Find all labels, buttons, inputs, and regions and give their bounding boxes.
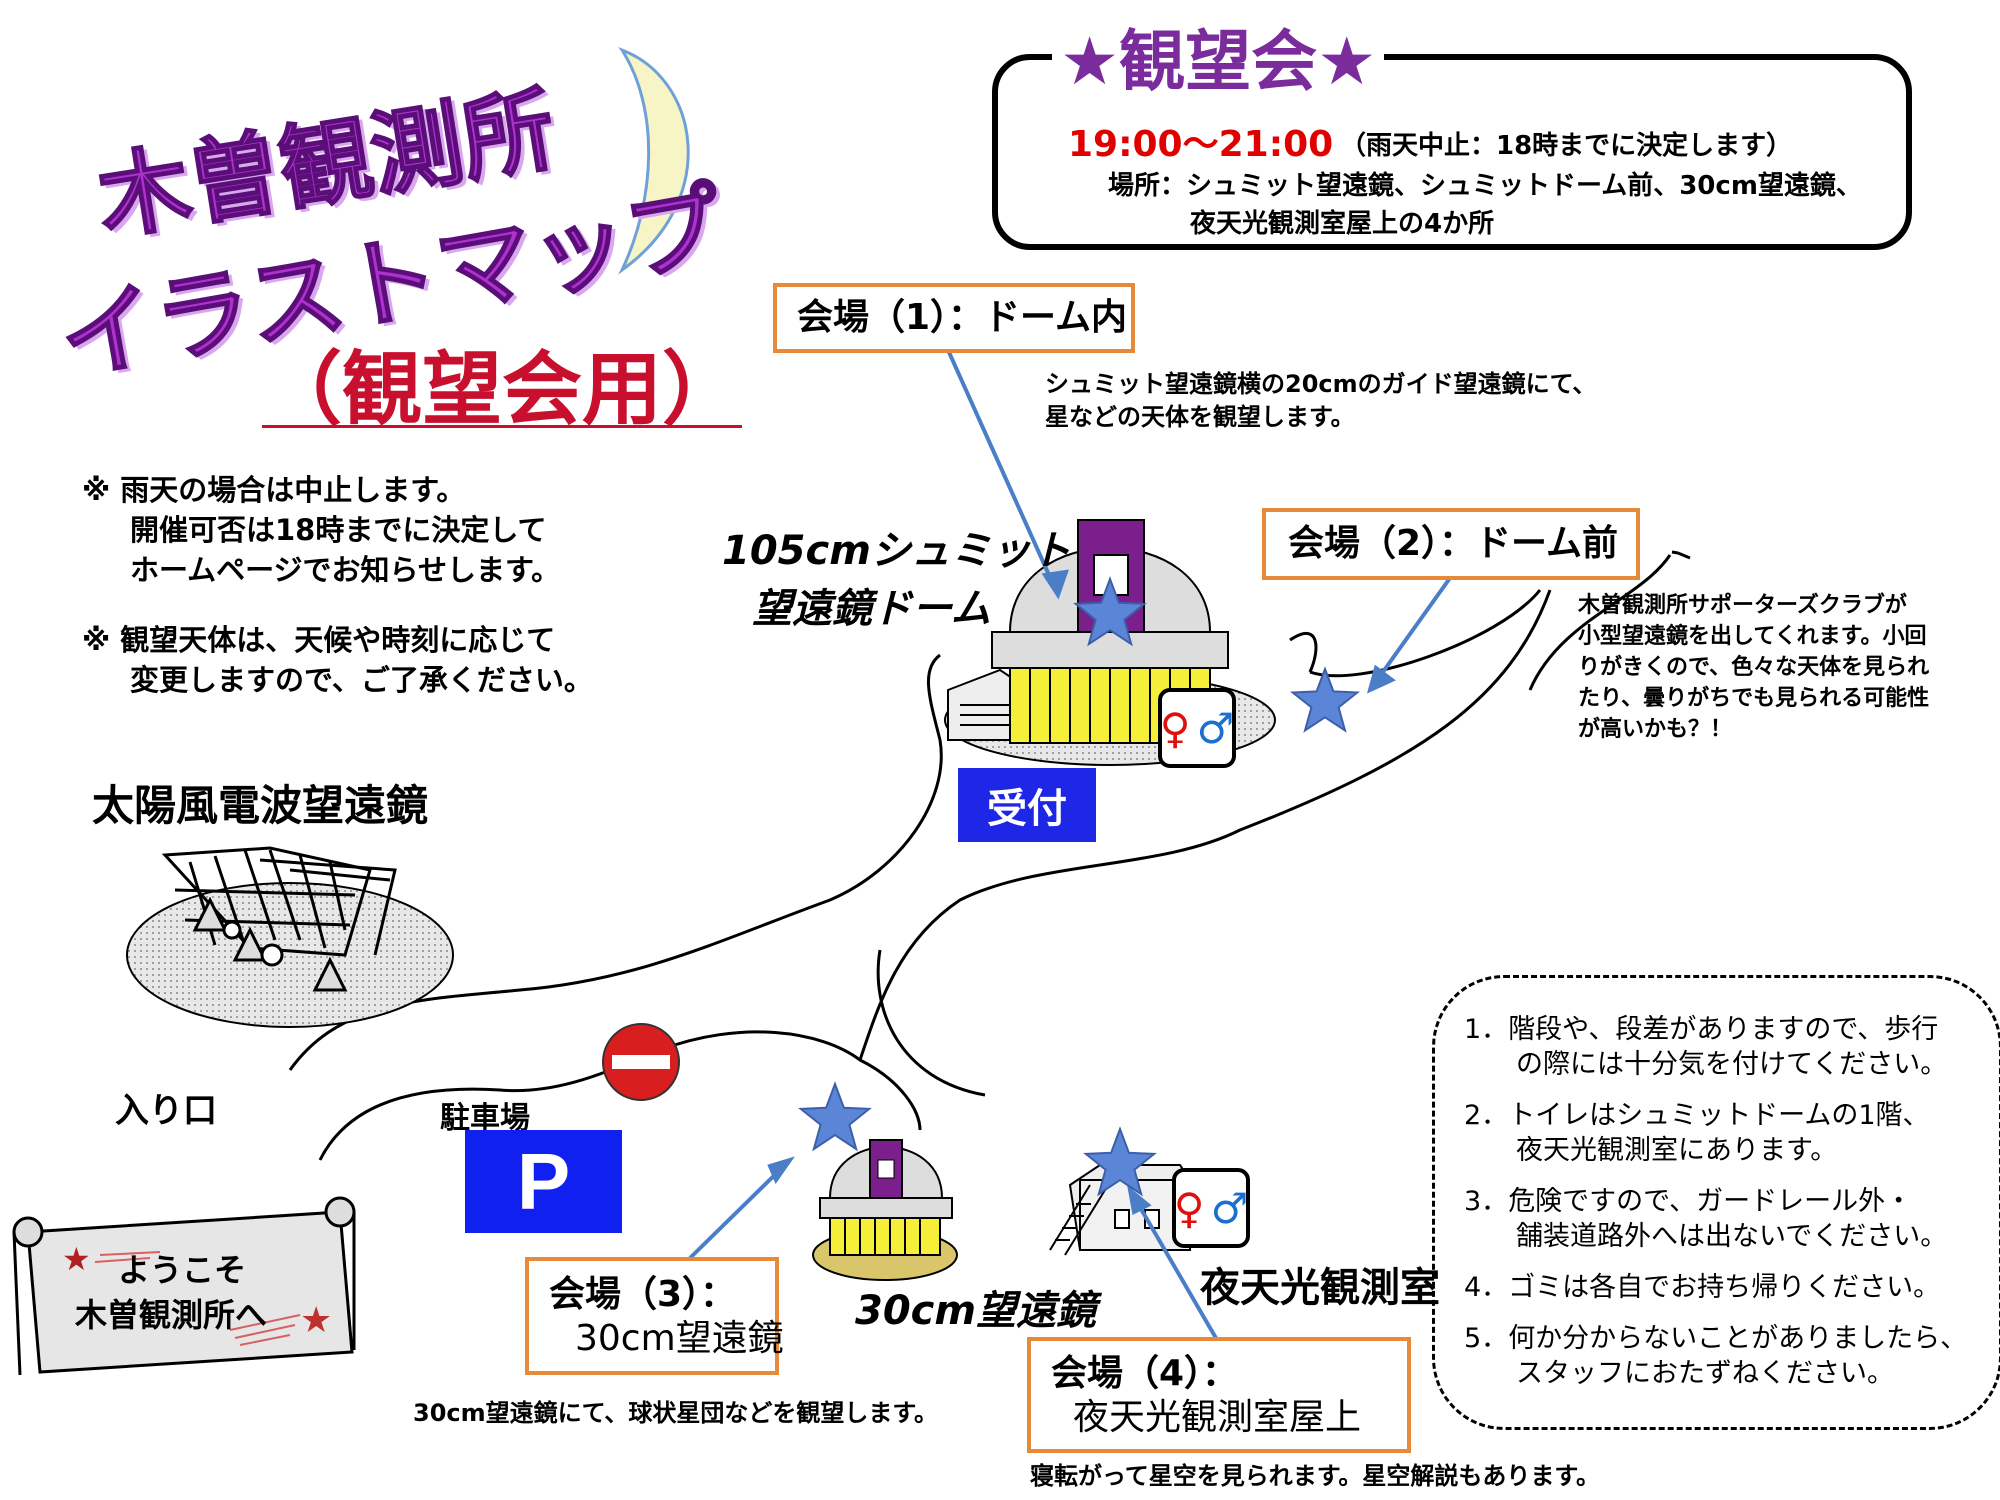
notice-objects: ※ 観望天体は、天候や時刻に応じて 変更しますので、ご了承ください。 — [82, 620, 593, 700]
venue-1-description: シュミット望遠鏡横の20cmのガイド望遠鏡にて、 星などの天体を観望します。 — [1045, 368, 1596, 434]
star-icon — [1083, 1126, 1157, 1197]
venue-3-label-line2: 30cm望遠鏡 — [575, 1318, 784, 1359]
venue-4-description: 寝転がって星空を見られます。星空解説もあります。 — [1030, 1462, 1600, 1490]
rule-line1: トイレはシュミットドームの1階、 — [1508, 1100, 1930, 1131]
reception-sign: 受付 — [958, 768, 1096, 842]
rule-line1: 危険ですので、ガードレール外・ — [1508, 1186, 1913, 1217]
rule-number: 2． — [1464, 1100, 1509, 1131]
venue-2-desc-line4: たり、曇りがちでも見られる可能性 — [1578, 686, 1930, 711]
venue-1-box: 会場（1）：ドーム内 — [773, 283, 1135, 353]
solar-telescope-label: 太陽風電波望遠鏡 — [92, 781, 429, 830]
venue-2-desc-line5: が高いかも？！ — [1578, 717, 1733, 742]
telescope-30cm-label: 30cm望遠鏡 — [855, 1288, 1097, 1334]
venue-1-desc-line2: 星などの天体を観望します。 — [1045, 403, 1355, 431]
notice-objects-line1: ※ 観望天体は、天候や時刻に応じて — [82, 623, 556, 657]
venue-1-desc-line1: シュミット望遠鏡横の20cmのガイド望遠鏡にて、 — [1045, 370, 1597, 398]
rule-line2: 夜天光観測室にあります。 — [1516, 1135, 1838, 1166]
event-place-line1: 場所：シュミット望遠鏡、シュミットドーム前、30cm望遠鏡、 — [1108, 171, 1862, 201]
crescent-moon-icon — [618, 46, 690, 275]
rule-line1: 階段や、段差がありますので、歩行 — [1508, 1014, 1939, 1045]
welcome-line1: ようこそ — [118, 1251, 247, 1289]
map-subtitle: （観望会用） — [262, 343, 742, 436]
venue-2-desc-line3: りがきくので、色々な天体を見られ — [1578, 655, 1930, 680]
star-icon — [798, 1081, 872, 1152]
rule-item: 3．危険ですので、ガードレール外・ 舗装道路外へは出ないでください。 — [1464, 1184, 1967, 1254]
welcome-star-icon: ★ — [300, 1300, 333, 1341]
venue-2-desc-line2: 小型望遠鏡を出してくれます。小回 — [1578, 624, 1927, 649]
telescope-30cm-dome — [812, 1139, 958, 1281]
venue-2-label: 会場（2）：ドーム前 — [1288, 523, 1618, 564]
schmidt-dome-label-line1: 105cmシュミット — [722, 528, 1071, 574]
schmidt-dome-label: 105cmシュミット 望遠鏡ドーム — [722, 518, 1071, 634]
venue-2-box: 会場（2）：ドーム前 — [1262, 508, 1640, 580]
rules-list: 1．階段や、段差がありますので、歩行 の際には十分気を付けてください。 2．トイ… — [1464, 1012, 1967, 1391]
venue-stars — [798, 576, 1361, 1197]
entrance-label: 入り口 — [115, 1091, 217, 1131]
welcome-scroll — [12, 1196, 356, 1376]
event-time: 19:00～21:00 — [1068, 124, 1334, 165]
rule-line1: ゴミは各自でお持ち帰りください。 — [1508, 1272, 1941, 1303]
venue-3-box: 会場（3）： 30cm望遠鏡 — [525, 1257, 784, 1375]
welcome-star-icon: ★ — [62, 1240, 91, 1278]
star-icon — [1289, 666, 1361, 733]
schmidt-dome-label-line2: 望遠鏡ドーム — [752, 586, 991, 632]
solar-telescope-plaza — [126, 882, 454, 1028]
rule-line1: 何か分からないことがありましたら、 — [1508, 1323, 1968, 1354]
venue-3-label-line1: 会場（3）： — [549, 1274, 737, 1315]
notice-objects-line2: 変更しますので、ご了承ください。 — [130, 663, 593, 697]
notice-rain-line2: 開催可否は18時までに決定して — [130, 513, 547, 547]
rule-number: 1． — [1464, 1014, 1509, 1045]
night-sky-observatory-label: 夜天光観測室 — [1200, 1265, 1440, 1311]
event-rain-note: （雨天中止：18時までに決定します） — [1340, 131, 1793, 161]
venue-4-label-line2: 夜天光観測室屋上 — [1073, 1397, 1362, 1438]
event-place-line2: 夜天光観測室屋上の4か所 — [1190, 209, 1495, 239]
welcome-line2: 木曽観測所へ — [75, 1296, 268, 1334]
star-icon — [1073, 576, 1147, 647]
rule-number: 3． — [1464, 1186, 1509, 1217]
rule-number: 5． — [1464, 1323, 1509, 1354]
parking-sign: P — [465, 1130, 622, 1233]
venue-2-description: 木曽観測所サポーターズクラブが 小型望遠鏡を出してくれます。小回 りがきくので、… — [1578, 590, 1929, 745]
venue-4-label-line1: 会場（4）： — [1051, 1353, 1239, 1394]
rule-item: 2．トイレはシュミットドームの1階、 夜天光観測室にあります。 — [1464, 1098, 1967, 1168]
rule-line2: の際には十分気を付けてください。 — [1516, 1049, 1948, 1080]
rule-item: 1．階段や、段差がありますので、歩行 の際には十分気を付けてください。 — [1464, 1012, 1967, 1082]
venue-arrows — [688, 349, 1452, 1347]
rule-item: 4．ゴミは各自でお持ち帰りください。 — [1464, 1270, 1967, 1305]
rule-item: 5．何か分からないことがありましたら、 スタッフにおたずねください。 — [1464, 1321, 1967, 1391]
rule-line2: スタッフにおたずねください。 — [1516, 1358, 1894, 1389]
venue-4-box: 会場（4）： 夜天光観測室屋上 — [1027, 1337, 1411, 1453]
restroom-icon: ♀♂ — [1172, 1168, 1250, 1248]
venue-3-description: 30cm望遠鏡にて、球状星団などを観望します。 — [413, 1399, 939, 1427]
restroom-icon: ♀♂ — [1158, 688, 1236, 768]
no-entry-icon — [602, 1023, 680, 1101]
event-title: ★観望会★ — [1052, 8, 1385, 104]
venue-1-label: 会場（1）：ドーム内 — [797, 297, 1127, 338]
venue-2-desc-line1: 木曽観測所サポーターズクラブが — [1578, 593, 1907, 618]
notice-rain: ※ 雨天の場合は中止します。 開催可否は18時までに決定して ホームページでお知… — [82, 470, 560, 590]
rule-number: 4． — [1464, 1272, 1509, 1303]
notice-rain-line1: ※ 雨天の場合は中止します。 — [82, 473, 466, 507]
rule-line2: 舗装道路外へは出ないでください。 — [1516, 1221, 1948, 1252]
notice-rain-line3: ホームページでお知らせします。 — [130, 553, 561, 587]
solar-radio-telescope — [161, 846, 397, 992]
